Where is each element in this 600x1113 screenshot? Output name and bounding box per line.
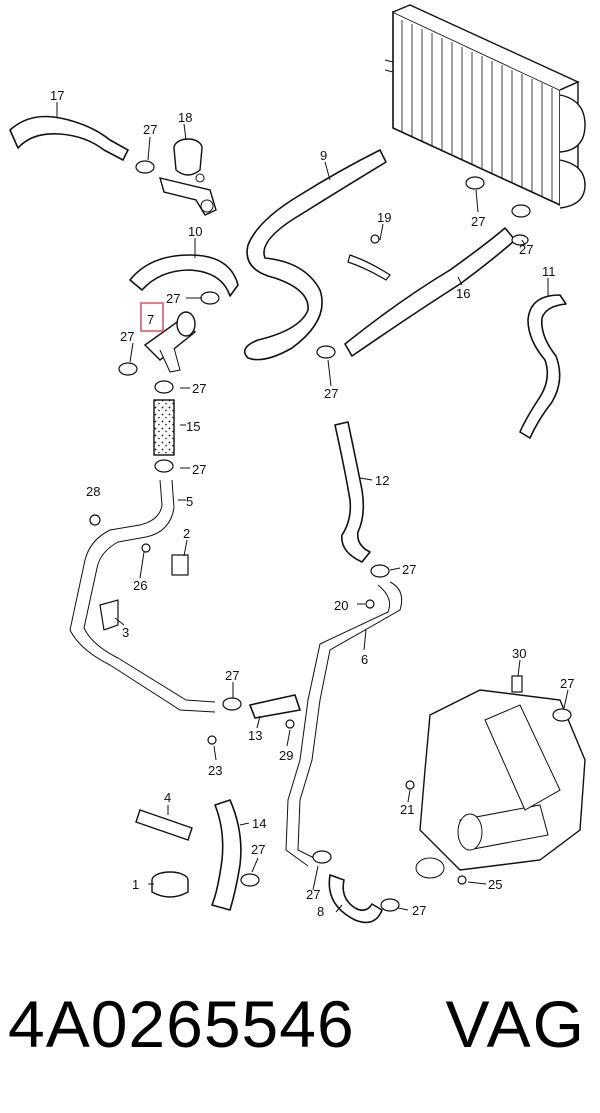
pipe-6 <box>297 581 403 861</box>
label-27-n: 27 <box>412 903 426 918</box>
hose-15 <box>153 399 175 456</box>
leader-lines <box>56 102 569 913</box>
label-27-g: 27 <box>324 386 338 401</box>
label-19: 19 <box>377 210 391 225</box>
label-9: 9 <box>320 148 327 163</box>
label-21: 21 <box>400 802 414 817</box>
footer: 4A0265546 VAG <box>0 980 600 1113</box>
label-29: 29 <box>279 748 293 763</box>
label-3: 3 <box>122 625 129 640</box>
label-27-m: 27 <box>306 887 320 902</box>
hose-9 <box>243 149 387 361</box>
label-27-c: 27 <box>519 242 533 257</box>
label-27-j: 27 <box>225 668 239 683</box>
highlight-box-7 <box>140 302 164 332</box>
label-13: 13 <box>248 728 262 743</box>
hose-13 <box>249 694 301 719</box>
label-23: 23 <box>208 763 222 778</box>
label-16: 16 <box>456 286 470 301</box>
brand-name: VAG <box>445 987 586 1061</box>
label-27-i: 27 <box>402 562 416 577</box>
label-27-f: 27 <box>192 381 206 396</box>
label-7[interactable]: 7 <box>147 312 154 327</box>
label-26: 26 <box>133 578 147 593</box>
label-18: 18 <box>178 110 192 125</box>
label-17: 17 <box>50 88 64 103</box>
bracket-4 <box>135 809 193 841</box>
label-27-l: 27 <box>251 842 265 857</box>
label-10: 10 <box>188 224 202 239</box>
label-8: 8 <box>317 904 324 919</box>
label-1: 1 <box>132 877 139 892</box>
thermostat-valve-7 <box>143 311 197 373</box>
hose-12 <box>334 421 371 563</box>
heater-assembly <box>415 689 586 879</box>
valve-18 <box>158 138 217 216</box>
hose-17 <box>9 115 129 161</box>
label-14: 14 <box>252 816 266 831</box>
label-11: 11 <box>542 264 556 279</box>
pipe-assembly <box>69 479 216 713</box>
label-5: 5 <box>186 494 193 509</box>
clamps <box>118 160 572 912</box>
hose-11 <box>519 294 567 439</box>
hose-10 <box>129 254 239 297</box>
label-27-e: 27 <box>120 329 134 344</box>
label-2: 2 <box>183 526 190 541</box>
grommet-1 <box>151 871 189 898</box>
label-25: 25 <box>488 877 502 892</box>
label-12: 12 <box>375 473 389 488</box>
hose-diagram: 17 27 18 9 10 19 27 27 11 27 7 27 16 27 … <box>9 4 586 924</box>
label-28: 28 <box>86 484 100 499</box>
part-number: 4A0265546 <box>8 987 355 1061</box>
radiator-core <box>384 4 586 209</box>
hose-16 <box>344 227 516 357</box>
label-27-d: 27 <box>166 291 180 306</box>
part-labels: 17 27 18 9 10 19 27 27 11 27 7 27 16 27 … <box>50 88 574 919</box>
label-27-a: 27 <box>143 122 157 137</box>
label-15: 15 <box>186 419 200 434</box>
fasteners <box>89 234 523 885</box>
label-6: 6 <box>361 652 368 667</box>
hose-8 <box>328 874 383 924</box>
label-27-k: 27 <box>560 676 574 691</box>
hose-14 <box>211 799 242 911</box>
label-4: 4 <box>164 790 171 805</box>
label-27-h: 27 <box>192 462 206 477</box>
label-27-b: 27 <box>471 214 485 229</box>
label-30: 30 <box>512 646 526 661</box>
label-20: 20 <box>334 598 348 613</box>
